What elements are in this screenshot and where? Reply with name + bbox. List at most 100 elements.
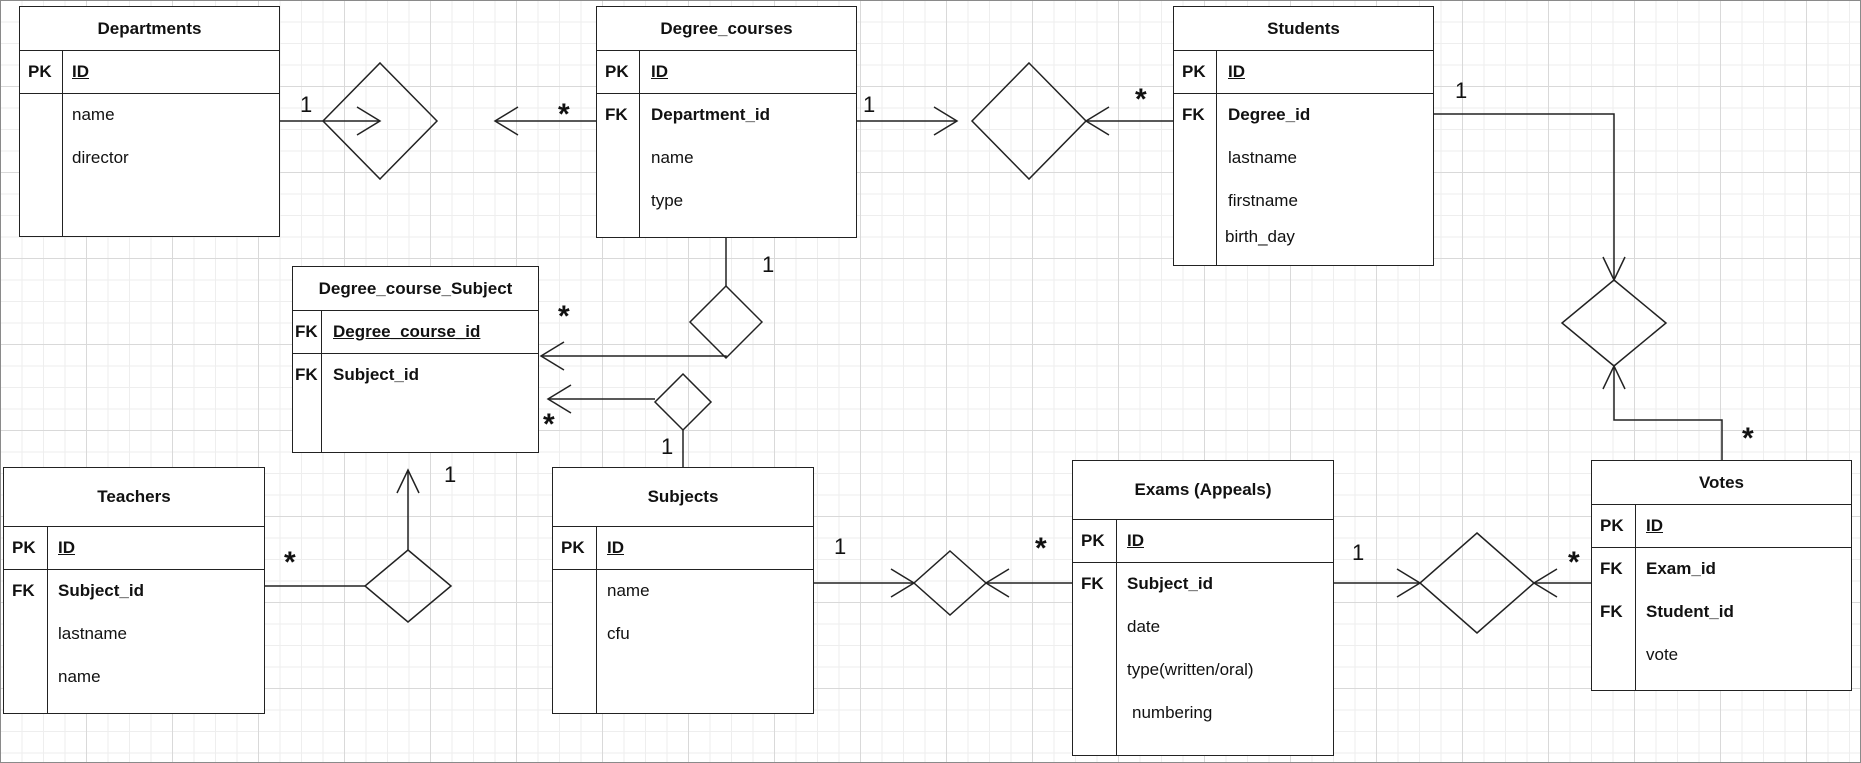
multiplicity-one: 1 (863, 92, 876, 117)
multiplicity-many: * (284, 546, 296, 579)
multiplicity-many: * (1742, 422, 1754, 455)
key-label: FK (1600, 559, 1623, 578)
crowfoot (493, 106, 519, 136)
field-row: FK Subject_id (1073, 572, 1333, 596)
entity-title: Teachers (4, 468, 264, 527)
field-name: cfu (607, 624, 630, 643)
field-name: lastname (1228, 148, 1297, 167)
field-name: name (607, 581, 650, 600)
field-name: birth_day (1225, 227, 1295, 246)
field-name: firstname (1228, 191, 1298, 210)
entity-title: Exams (Appeals) (1073, 461, 1333, 520)
crowfoot (396, 468, 420, 494)
key-label: FK (1182, 105, 1205, 124)
rel-degree-dcs-diamond[interactable] (688, 284, 764, 360)
field-name: vote (1646, 645, 1679, 664)
field-name: lastname (58, 624, 127, 643)
field-name: type(written/oral) (1127, 660, 1254, 679)
field-row: PK ID (20, 60, 279, 84)
field-name: ID (1646, 516, 1663, 535)
crowfoot (933, 106, 959, 136)
key-label: PK (1182, 62, 1206, 81)
field-row: type (597, 189, 856, 213)
rel-exam-vote-diamond[interactable] (1418, 532, 1536, 634)
entity-title: Students (1174, 7, 1433, 51)
entity-votes[interactable]: Votes PK ID FK Exam_id FK Student_id vote (1591, 460, 1852, 691)
crowfoot (1084, 106, 1110, 136)
key-label: PK (28, 62, 52, 81)
multiplicity-many: * (1035, 532, 1047, 565)
field-row: name (597, 146, 856, 170)
field-name: Student_id (1646, 602, 1734, 621)
crowfoot (1602, 256, 1626, 282)
field-name: ID (72, 62, 89, 81)
field-row: type(written/oral) (1073, 658, 1333, 682)
field-name: ID (1228, 62, 1245, 81)
field-row: date (1073, 615, 1333, 639)
crowfoot (890, 568, 916, 598)
entity-title: Subjects (553, 468, 813, 527)
crowfoot (1602, 364, 1626, 390)
field-row: PK ID (1174, 60, 1433, 84)
rel-subject-dcs-diamond[interactable] (653, 372, 713, 432)
multiplicity-many: * (558, 98, 570, 131)
key-label: PK (561, 538, 585, 557)
crowfoot (984, 568, 1010, 598)
rel-student-vote-diamond[interactable] (1560, 279, 1668, 367)
key-label: FK (605, 105, 628, 124)
entity-title: Votes (1592, 461, 1851, 505)
key-label: FK (1600, 602, 1623, 621)
field-row: PK ID (1592, 514, 1851, 538)
crowfoot (356, 106, 382, 136)
rel-line (1613, 366, 1723, 460)
rel-subject-exam-diamond[interactable] (912, 549, 988, 617)
field-row: name (4, 665, 264, 689)
field-name: director (72, 148, 129, 167)
key-label: PK (12, 538, 36, 557)
rel-line (541, 355, 727, 358)
field-row: name (20, 103, 279, 127)
key-label: PK (1600, 516, 1624, 535)
field-row: FK Exam_id (1592, 557, 1851, 581)
multiplicity-many: * (543, 408, 555, 441)
field-row: numbering (1073, 701, 1333, 725)
field-row: vote (1592, 643, 1851, 667)
multiplicity-many: * (558, 300, 570, 333)
crowfoot (1396, 568, 1422, 598)
rel-teacher-dcs-diamond[interactable] (363, 549, 453, 623)
multiplicity-one: 1 (1352, 540, 1365, 565)
multiplicity-one: 1 (762, 252, 775, 277)
key-label: FK (1081, 574, 1104, 593)
multiplicity-one: 1 (300, 92, 313, 117)
rel-line (1434, 113, 1615, 280)
field-name: Exam_id (1646, 559, 1716, 578)
key-label: FK (12, 581, 35, 600)
multiplicity-one: 1 (661, 434, 674, 459)
field-row: cfu (553, 622, 813, 646)
field-name: ID (58, 538, 75, 557)
key-label: FK (295, 322, 318, 341)
field-name: ID (651, 62, 668, 81)
crowfoot (1532, 568, 1558, 598)
field-name: Subject_id (1127, 574, 1213, 593)
field-name: type (651, 191, 684, 210)
field-name: numbering (1132, 703, 1213, 722)
rel-degree-student-diamond[interactable] (970, 61, 1088, 181)
field-row: name (553, 579, 813, 603)
